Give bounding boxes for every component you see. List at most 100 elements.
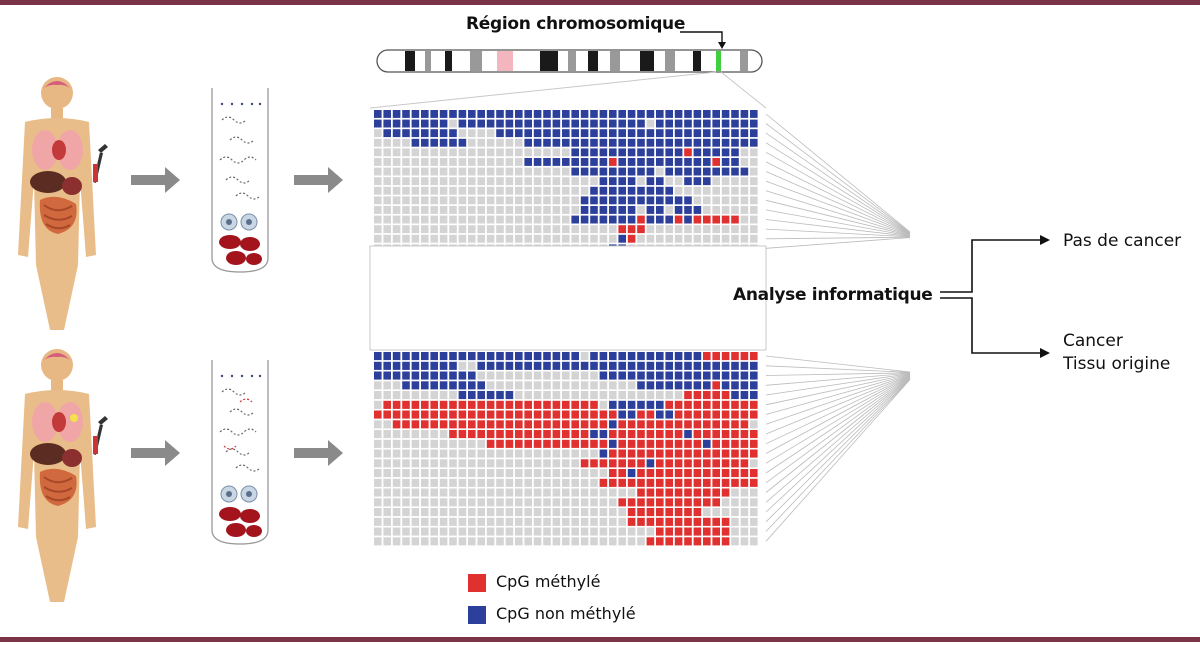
read-fan-line bbox=[765, 376, 911, 474]
cpg-empty bbox=[515, 206, 523, 214]
cpg-empty bbox=[439, 225, 448, 234]
cpg-empty bbox=[449, 186, 457, 195]
cpg-methylated bbox=[740, 449, 749, 458]
cpg-methylated bbox=[740, 469, 749, 478]
cpg-empty bbox=[449, 508, 457, 517]
cpg-unmethylated bbox=[524, 352, 532, 361]
cpg-empty bbox=[543, 527, 551, 536]
cpg-empty bbox=[562, 381, 570, 390]
cpg-unmethylated bbox=[646, 400, 655, 409]
cpg-unmethylated bbox=[590, 206, 598, 214]
cpg-empty bbox=[740, 206, 749, 214]
cpg-methylated bbox=[533, 400, 542, 409]
cpg-empty bbox=[374, 158, 382, 166]
cpg-empty bbox=[477, 158, 485, 166]
cpg-empty bbox=[383, 449, 391, 458]
cpg-unmethylated bbox=[599, 206, 608, 214]
cpg-empty bbox=[515, 225, 523, 234]
cpg-empty bbox=[740, 537, 749, 546]
cpg-empty bbox=[562, 449, 570, 458]
arrow-tube-to-grid-cancer bbox=[294, 440, 343, 466]
cpg-unmethylated bbox=[627, 186, 636, 195]
cpg-empty bbox=[374, 478, 382, 487]
cpg-methylated bbox=[627, 234, 636, 243]
cpg-empty bbox=[580, 498, 589, 507]
cpg-unmethylated bbox=[599, 167, 608, 176]
cpg-methylated bbox=[533, 410, 542, 419]
cpg-methylated bbox=[693, 478, 702, 487]
cpg-empty bbox=[439, 196, 448, 205]
cpg-empty bbox=[458, 186, 467, 195]
cpg-methylated bbox=[693, 537, 702, 546]
cpg-empty bbox=[580, 381, 589, 390]
cpg-methylated bbox=[411, 410, 420, 419]
cpg-methylated bbox=[740, 430, 749, 439]
cpg-methylated bbox=[439, 400, 448, 409]
cpg-unmethylated bbox=[646, 381, 655, 390]
cpg-empty bbox=[580, 449, 589, 458]
cpg-unmethylated bbox=[580, 167, 589, 176]
cpg-empty bbox=[712, 234, 720, 243]
cpg-empty bbox=[515, 469, 523, 478]
cpg-unmethylated bbox=[665, 186, 673, 195]
cpg-empty bbox=[402, 498, 410, 507]
cpg-unmethylated bbox=[439, 381, 448, 390]
cpg-empty bbox=[646, 391, 655, 400]
cpg-unmethylated bbox=[693, 158, 702, 166]
cpg-empty bbox=[430, 537, 438, 546]
cpg-unmethylated bbox=[731, 129, 739, 138]
cpg-methylated bbox=[637, 459, 645, 468]
cpg-empty bbox=[703, 206, 711, 214]
cpg-empty bbox=[468, 439, 476, 448]
cpg-unmethylated bbox=[430, 129, 438, 138]
read-fan-line bbox=[765, 236, 911, 240]
cpg-unmethylated bbox=[449, 352, 457, 361]
cpg-methylated bbox=[486, 410, 495, 419]
cpg-empty bbox=[421, 527, 429, 536]
cpg-unmethylated bbox=[392, 361, 401, 370]
cpg-unmethylated bbox=[552, 352, 561, 361]
cpg-unmethylated bbox=[571, 167, 579, 176]
cpg-empty bbox=[533, 196, 542, 205]
cpg-unmethylated bbox=[750, 361, 758, 370]
read-fan-line bbox=[765, 219, 911, 237]
cpg-empty bbox=[383, 138, 391, 147]
cpg-empty bbox=[411, 527, 420, 536]
cpg-methylated bbox=[656, 478, 664, 487]
cpg-empty bbox=[486, 138, 495, 147]
cpg-empty bbox=[439, 498, 448, 507]
cpg-empty bbox=[486, 215, 495, 224]
cpg-empty bbox=[740, 508, 749, 517]
cpg-methylated bbox=[712, 430, 720, 439]
cpg-empty bbox=[693, 186, 702, 195]
cpg-unmethylated bbox=[693, 138, 702, 147]
cpg-empty bbox=[543, 148, 551, 157]
cpg-empty bbox=[543, 488, 551, 497]
cpg-unmethylated bbox=[571, 129, 579, 138]
cpg-empty bbox=[684, 225, 692, 234]
cpg-empty bbox=[383, 469, 391, 478]
cpg-empty bbox=[740, 215, 749, 224]
cpg-empty bbox=[477, 167, 485, 176]
cpg-methylated bbox=[750, 478, 758, 487]
cpg-empty bbox=[421, 430, 429, 439]
cpg-methylated bbox=[712, 459, 720, 468]
cpg-methylated bbox=[637, 420, 645, 429]
cpg-unmethylated bbox=[627, 110, 636, 118]
cpg-methylated bbox=[477, 420, 485, 429]
cpg-empty bbox=[524, 527, 532, 536]
cpg-empty bbox=[421, 234, 429, 243]
cpg-empty bbox=[665, 234, 673, 243]
arrow-tube-to-grid-healthy bbox=[294, 167, 343, 193]
cpg-unmethylated bbox=[411, 371, 420, 380]
outcome-no-cancer: Pas de cancer bbox=[1063, 231, 1182, 251]
cpg-methylated bbox=[609, 478, 617, 487]
cpg-empty bbox=[515, 459, 523, 468]
cpg-empty bbox=[402, 430, 410, 439]
cpg-empty bbox=[505, 498, 514, 507]
cpg-unmethylated bbox=[533, 119, 542, 128]
cpg-unmethylated bbox=[486, 361, 495, 370]
cpg-empty bbox=[580, 186, 589, 195]
cpg-unmethylated bbox=[618, 138, 626, 147]
cpg-empty bbox=[712, 508, 720, 517]
